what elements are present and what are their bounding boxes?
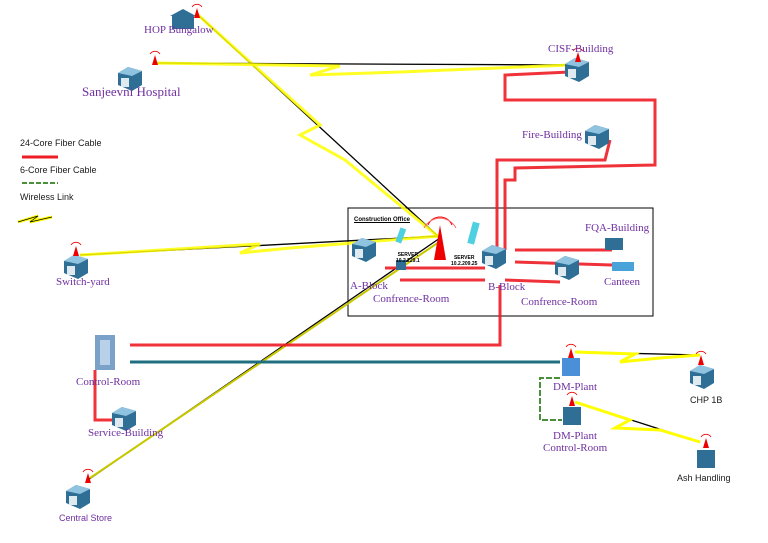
label-conf2: Confrence-Room: [521, 296, 598, 308]
tower-icon: [423, 216, 457, 260]
label-ash: Ash Handling: [677, 473, 731, 483]
legend-glyphs: [17, 155, 58, 224]
b-block-server-icon: [467, 221, 506, 269]
conference-room-icon: [396, 256, 579, 280]
hop-bungalow-icon: [170, 3, 203, 29]
label-dmc1: DM-Plant: [553, 430, 597, 442]
wireless-links: [79, 12, 701, 481]
label-chp: CHP 1B: [690, 395, 723, 405]
label-hospital: Sanjeevni Hospital: [82, 84, 181, 99]
label-control: Control-Room: [76, 376, 141, 388]
a-block-server-icon: [352, 227, 407, 262]
legend-fiber24: 24-Core Fiber Cable: [20, 138, 102, 148]
label-cisf: CISF-Building: [548, 43, 614, 55]
label-fire: Fire-Building: [522, 129, 582, 141]
ash-handling-icon: [697, 433, 715, 468]
fiber-6-cable: [539, 377, 562, 421]
label-dmc2: Control-Room: [543, 442, 608, 454]
label-conf1: Confrence-Room: [373, 293, 450, 305]
label-b-block: B-Block: [488, 281, 526, 293]
canteen-icon: [612, 262, 634, 271]
fiber-24-cables: [93, 70, 657, 422]
label-fqa: FQA-Building: [585, 222, 650, 234]
zone-title: Construction Office: [354, 217, 411, 223]
central-store-icon: [66, 468, 94, 509]
label-switchyard: Switch-yard: [56, 276, 110, 288]
fqa-icon: [605, 238, 623, 250]
legend-fiber6: 6-Core Fiber Cable: [20, 165, 97, 175]
legend-wireless: Wireless Link: [20, 192, 74, 202]
label-hop: HOP Bungalow: [144, 24, 214, 36]
label-a-block: A-Block: [350, 280, 388, 292]
label-store: Central Store: [59, 513, 113, 523]
label-canteen: Canteen: [604, 276, 641, 288]
dm-plant-icon: [562, 343, 580, 376]
label-dm: DM-Plant: [553, 381, 597, 393]
dm-plant-control-icon: [563, 391, 581, 425]
switchyard-icon: [64, 241, 88, 279]
control-room-icon: [95, 335, 115, 370]
label-service: Service-Building: [88, 427, 164, 439]
fire-building-icon: [585, 125, 609, 149]
